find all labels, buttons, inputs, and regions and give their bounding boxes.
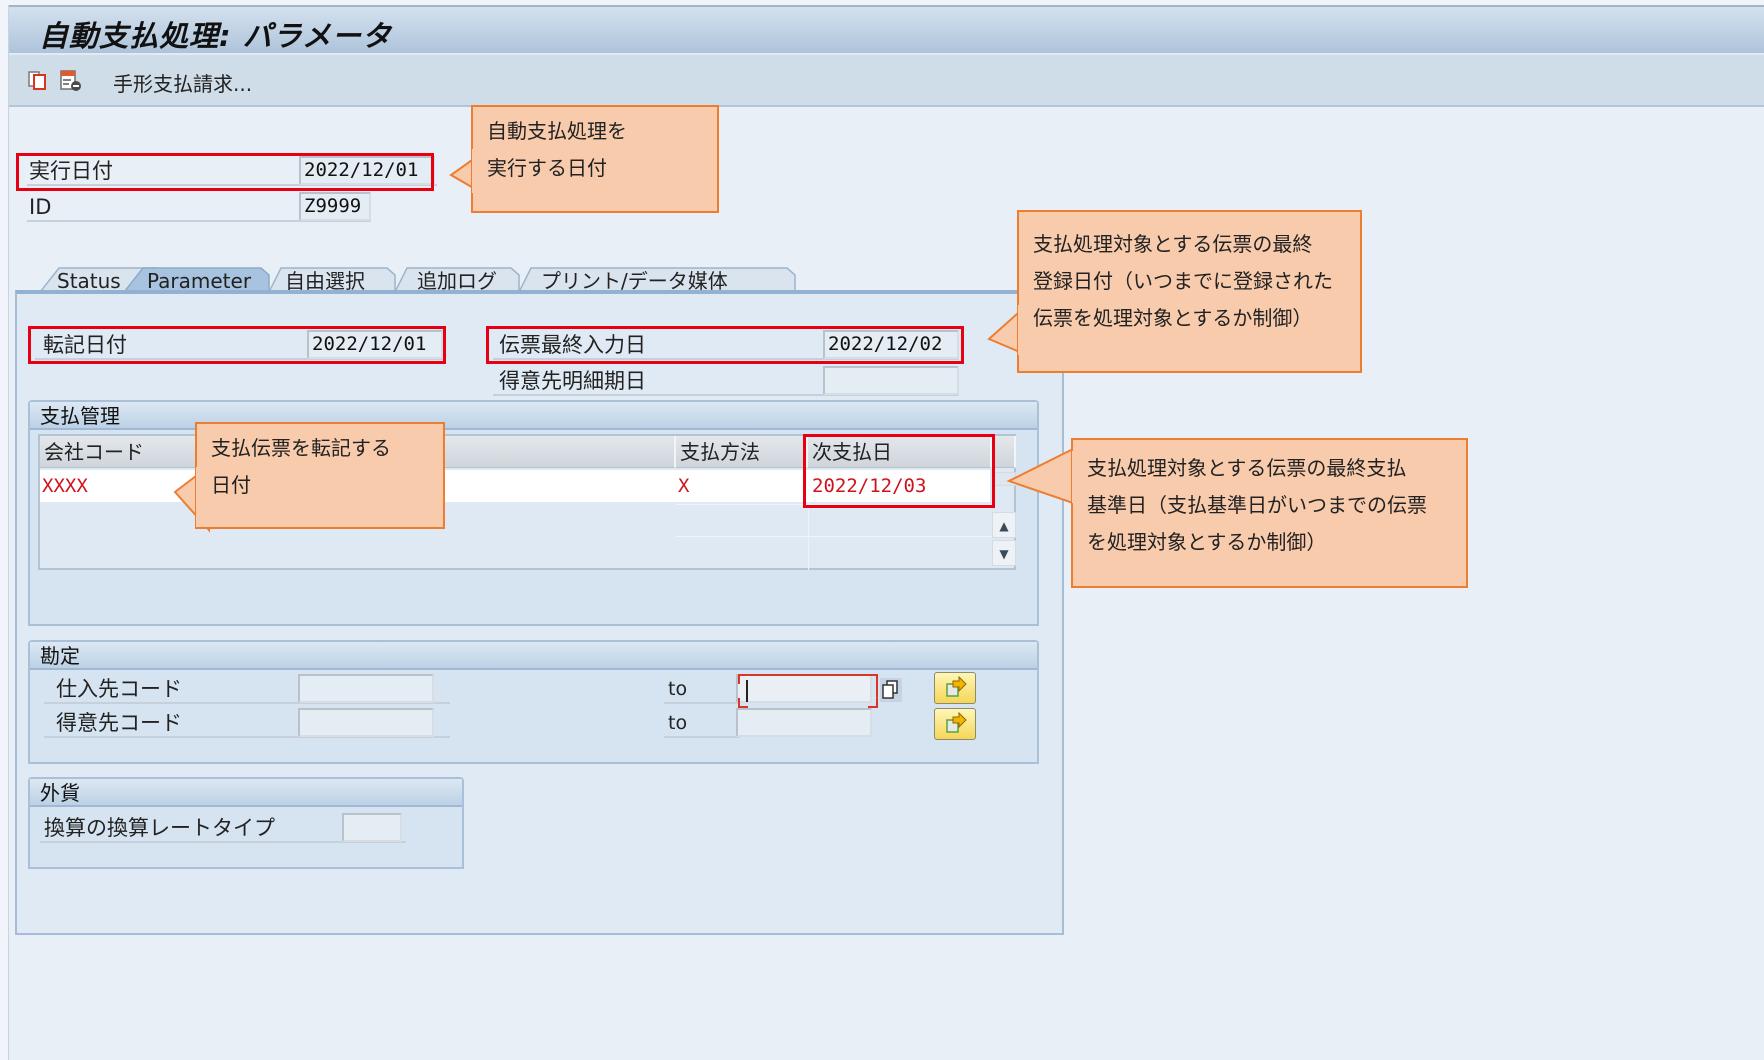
annotation-line: 自動支払処理を <box>487 119 627 143</box>
next-payment-date-annotation: 支払処理対象とする伝票の最終支払 基準日（支払基準日がいつまでの伝票 を処理対象… <box>1071 438 1468 588</box>
callout-arrow-joint <box>1072 451 1076 503</box>
tab-label: プリント/データ媒体 <box>541 269 728 293</box>
multiple-selection-icon[interactable] <box>880 678 902 702</box>
tab-parameter[interactable]: Parameter <box>121 267 271 296</box>
tab-label: 自由選択 <box>285 269 365 293</box>
foreign-currency-header: 外貨 <box>30 779 462 807</box>
column-header-payment-methods[interactable]: 支払方法 <box>676 436 808 468</box>
run-date-highlight <box>16 153 434 191</box>
tab-label: Status <box>57 269 121 293</box>
customer-items-due-by-field[interactable] <box>823 366 959 395</box>
vendor-multiple-selection-button[interactable] <box>934 672 976 704</box>
posting-date-row: 転記日付 2022/12/01 <box>35 330 445 360</box>
payment-control-group: 支払管理 会社コード 支払方法 次支払日 XXXX X 2022/12/03 ▲… <box>28 400 1039 626</box>
column-divider <box>808 502 809 570</box>
exchange-rate-type-label: 換算の換算レートタイプ <box>40 813 406 843</box>
customer-items-due-by-row: 得意先明細期日 <box>493 366 959 396</box>
customer-multiple-selection-button[interactable] <box>934 708 976 740</box>
window-title: 自動支払処理: パラメータ <box>39 19 392 53</box>
column-header-next-payment-date[interactable]: 次支払日 <box>808 436 992 468</box>
customer-to-row: to <box>664 708 874 738</box>
id-field[interactable]: Z9999 <box>299 192 371 221</box>
posting-date-field[interactable]: 2022/12/01 <box>307 330 443 359</box>
row-divider <box>676 536 992 537</box>
sap-window: 自動支払処理: パラメータ 手形支払請求... 実行日付 2022/12/01 <box>8 5 1764 1060</box>
posting-date-highlight <box>28 326 446 364</box>
customer-items-due-by-label: 得意先明細期日 <box>493 366 959 396</box>
tab-label: Parameter <box>147 269 252 293</box>
foreign-currency-group: 外貨 換算の換算レートタイプ <box>28 777 464 869</box>
tab-additional-log[interactable]: 追加ログ <box>393 267 521 296</box>
tab-free-selection[interactable]: 自由選択 <box>267 267 397 296</box>
annotation-line: 日付 <box>211 473 251 497</box>
annotation-line: を処理対象とするか制御） <box>1087 530 1327 554</box>
customer-from-field[interactable] <box>298 708 434 737</box>
annotation-line: 実行する日付 <box>487 156 607 180</box>
exchange-rate-type-row: 換算の換算レートタイプ <box>40 813 406 843</box>
delete-layout-icon[interactable] <box>59 70 81 92</box>
run-date-row: 実行日付 2022/12/01 <box>27 156 437 186</box>
customer-label: 得意先コード <box>44 708 450 738</box>
id-label: ID <box>27 192 371 222</box>
posting-date-label: 転記日付 <box>35 330 445 360</box>
row-divider <box>676 504 992 505</box>
callout-arrow <box>1006 447 1074 505</box>
arrow-right-icon <box>946 675 967 697</box>
parameter-tab-panel: 転記日付 2022/12/01 伝票最終入力日 2022/12/02 得意先明細… <box>15 290 1064 935</box>
company-code-cell[interactable]: XXXX <box>42 475 88 497</box>
next-payment-date-cell[interactable]: 2022/12/03 <box>812 475 927 497</box>
run-date-field[interactable]: 2022/12/01 <box>299 156 435 185</box>
scroll-down-button[interactable]: ▼ <box>992 540 1016 566</box>
callout-arrow-joint <box>472 149 476 193</box>
payment-control-header: 支払管理 <box>30 402 1037 430</box>
run-date-annotation: 自動支払処理を 実行する日付 <box>471 105 719 213</box>
payment-methods-cell[interactable]: X <box>678 475 690 497</box>
annotation-line: 支払処理対象とする伝票の最終支払 <box>1087 456 1407 480</box>
annotation-line: 支払処理対象とする伝票の最終 <box>1033 232 1313 256</box>
text-cursor <box>746 680 748 702</box>
accounts-group: 勘定 仕入先コード to <box>28 640 1039 764</box>
next-payment-date-highlight <box>803 434 995 508</box>
tab-label: 追加ログ <box>417 269 497 293</box>
callout-arrow-joint <box>196 467 200 527</box>
vendor-to-label: to <box>664 674 740 704</box>
copy-icon[interactable] <box>27 70 49 92</box>
arrow-right-icon <box>946 711 967 733</box>
vendor-row: 仕入先コード <box>44 674 450 704</box>
application-toolbar: 手形支払請求... <box>9 55 1764 107</box>
docs-entered-up-to-field[interactable]: 2022/12/02 <box>823 330 959 359</box>
docs-entered-up-to-highlight <box>486 326 964 364</box>
customer-row: 得意先コード <box>44 708 450 738</box>
callout-arrow-joint <box>1018 305 1022 355</box>
customer-to-field[interactable] <box>736 708 872 737</box>
annotation-line: 登録日付（いつまでに登録された <box>1033 269 1333 293</box>
scroll-up-button[interactable]: ▲ <box>992 512 1016 538</box>
column-settings-button[interactable] <box>992 436 1016 468</box>
vendor-to-row: to <box>664 674 874 704</box>
exchange-rate-type-field[interactable] <box>342 813 402 842</box>
run-date-label: 実行日付 <box>27 156 437 186</box>
docs-entered-up-to-annotation: 支払処理対象とする伝票の最終 登録日付（いつまでに登録された 伝票を処理対象とす… <box>1017 210 1362 373</box>
annotation-line: 支払伝票を転記する <box>211 436 391 460</box>
vendor-from-field[interactable] <box>298 674 434 703</box>
title-bar: 自動支払処理: パラメータ <box>9 5 1764 55</box>
vendor-label: 仕入先コード <box>44 674 450 704</box>
accounts-header: 勘定 <box>30 642 1037 670</box>
docs-entered-up-to-row: 伝票最終入力日 2022/12/02 <box>493 330 959 360</box>
docs-entered-up-to-label: 伝票最終入力日 <box>493 330 959 360</box>
customer-to-label: to <box>664 708 740 738</box>
vendor-to-field[interactable] <box>736 674 872 703</box>
annotation-line: 基準日（支払基準日がいつまでの伝票 <box>1087 493 1427 517</box>
posting-date-annotation: 支払伝票を転記する 日付 <box>195 422 445 529</box>
annotation-line: 伝票を処理対象とするか制御） <box>1033 306 1313 330</box>
bill-of-exchange-payment-request-button[interactable]: 手形支払請求... <box>113 72 253 96</box>
tab-printout-data-medium[interactable]: プリント/データ媒体 <box>517 267 797 296</box>
id-row: ID Z9999 <box>27 192 371 222</box>
